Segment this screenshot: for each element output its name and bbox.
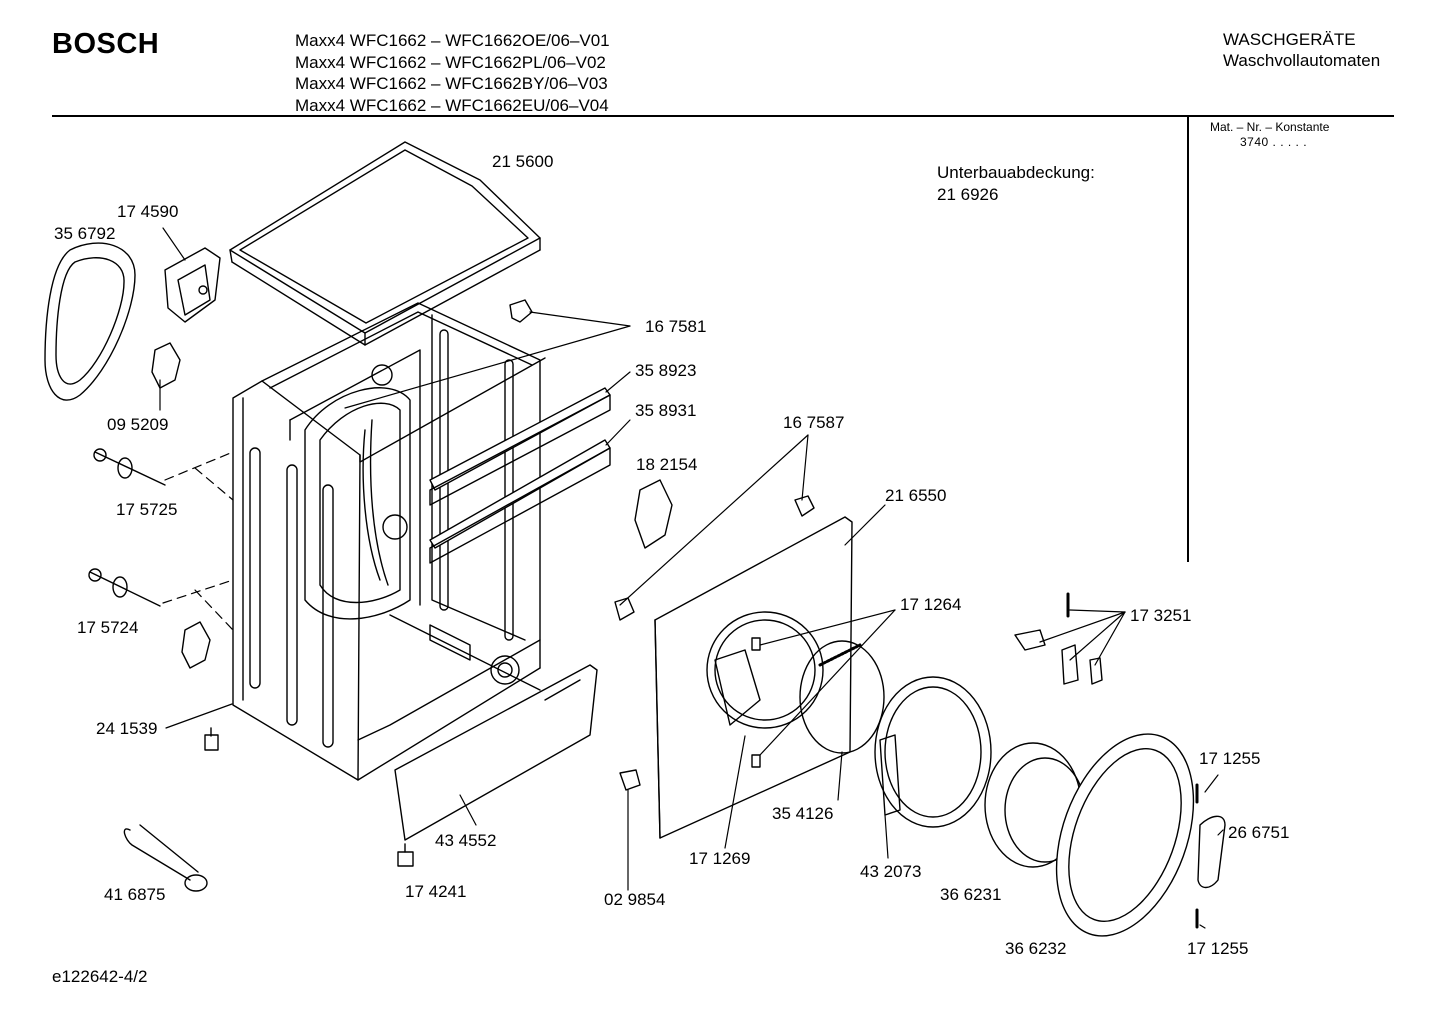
part-label: 41 6875 <box>104 885 166 904</box>
part-label: 43 4552 <box>435 831 497 850</box>
part-label: 17 1255 <box>1199 749 1261 768</box>
part-label: 43 2073 <box>860 862 922 881</box>
mat-number-label: Mat. – Nr. – Konstante <box>1210 120 1330 134</box>
part-label: 17 4590 <box>117 202 179 221</box>
part-label: 18 2154 <box>636 455 698 474</box>
cabinet-drawing <box>232 302 546 781</box>
part-label: 16 7587 <box>783 413 845 432</box>
part-label: 02 9854 <box>604 890 666 909</box>
part-label: 09 5209 <box>107 415 169 434</box>
wrench-drawing <box>123 824 208 892</box>
door-ring-drawing <box>1055 733 1195 937</box>
part-label: 26 6751 <box>1228 823 1290 842</box>
model-list: Maxx4 WFC1662 – WFC1662OE/06–V01 Maxx4 W… <box>295 30 610 116</box>
plinth-drawing <box>394 664 598 841</box>
sidebar-divider <box>1187 117 1189 562</box>
part-label: 17 5725 <box>116 500 178 519</box>
top-cover-drawing <box>229 141 541 346</box>
part-label: 35 8931 <box>635 401 697 420</box>
clip-drawing <box>151 342 211 669</box>
part-label: 17 4241 <box>405 882 467 901</box>
model-line: Maxx4 WFC1662 – WFC1662OE/06–V01 <box>295 31 610 50</box>
pins-drawing <box>88 448 166 607</box>
subcategory-title: Waschvollautomaten <box>1223 51 1381 70</box>
note-label: Unterbauabdeckung: <box>937 163 1095 182</box>
part-label: 17 5724 <box>77 618 139 637</box>
leader-lines <box>159 227 1224 929</box>
mat-number-value: 3740 . . . . . <box>1240 135 1308 149</box>
small-parts-drawing <box>204 299 1199 929</box>
header-divider <box>52 115 1394 117</box>
part-label: 36 6231 <box>940 885 1002 904</box>
part-label: 21 6550 <box>885 486 947 505</box>
note-value: 21 6926 <box>937 185 999 204</box>
part-label: 24 1539 <box>96 719 158 738</box>
brand-logo: BOSCH <box>52 28 160 60</box>
part-label: 35 8923 <box>635 361 697 380</box>
seal-drawing <box>44 242 136 401</box>
part-label: 36 6232 <box>1005 939 1067 958</box>
bracket-drawing <box>164 247 221 323</box>
drawing-id: e122642-4/2 <box>52 967 148 986</box>
hinge-ring-drawing <box>874 676 992 828</box>
category-title: WASCHGERÄTE <box>1223 30 1356 49</box>
part-label: 35 4126 <box>772 804 834 823</box>
part-label: 17 1269 <box>689 849 751 868</box>
part-label: 16 7581 <box>645 317 707 336</box>
model-line: Maxx4 WFC1662 – WFC1662PL/06–V02 <box>295 52 606 72</box>
front-panel-drawing <box>654 516 853 839</box>
part-label: 17 1255 <box>1187 939 1249 958</box>
model-line: Maxx4 WFC1662 – WFC1662EU/06–V04 <box>295 95 609 115</box>
handle-drawing <box>1197 815 1226 889</box>
part-label: 21 5600 <box>492 152 554 171</box>
cross-struts-drawing <box>429 387 611 564</box>
part-label: 17 1264 <box>900 595 962 614</box>
part-label: 35 6792 <box>54 224 116 243</box>
model-line: Maxx4 WFC1662 – WFC1662BY/06–V03 <box>295 74 608 93</box>
part-label: 17 3251 <box>1130 606 1192 625</box>
assembly-guides <box>162 451 234 631</box>
